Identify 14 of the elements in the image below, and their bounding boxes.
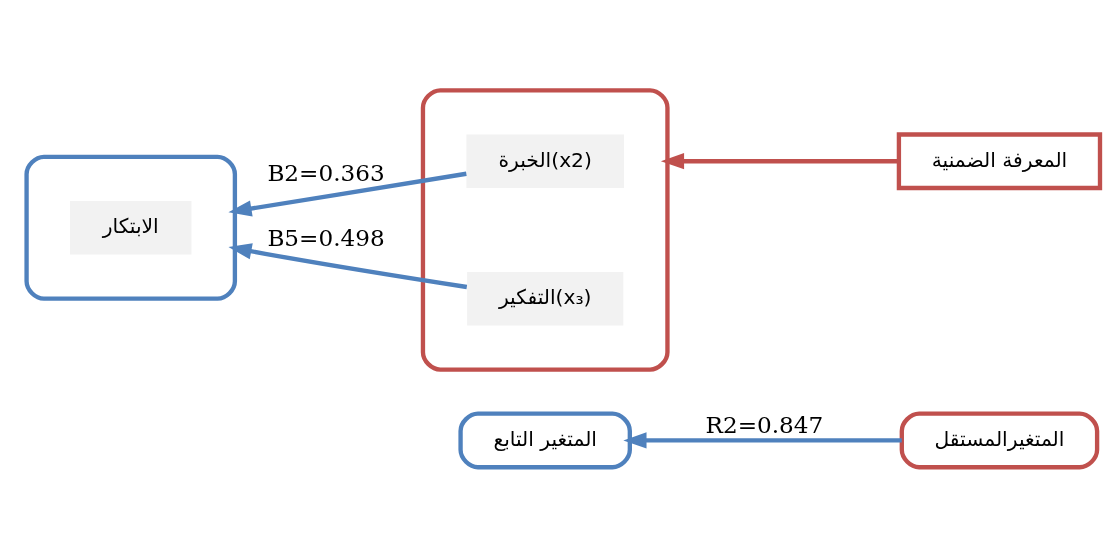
node-box: الخبرة(x2) xyxy=(466,134,625,188)
cluster xyxy=(420,87,670,372)
arrow xyxy=(623,431,902,449)
node-box: المعرفة الضمنية xyxy=(896,131,1103,190)
node-box: المتغير التابع xyxy=(458,411,632,469)
edge-label: R2=0.847 xyxy=(705,411,824,438)
edge-label: B2=0.363 xyxy=(267,159,385,186)
node-box: التفكير(x₃) xyxy=(467,271,624,325)
arrow xyxy=(228,171,467,217)
arrow xyxy=(660,152,899,169)
node-box: المتغيرالمستقل xyxy=(899,411,1100,469)
cluster xyxy=(24,154,238,301)
arrow xyxy=(228,242,468,289)
edge-label: B5=0.498 xyxy=(267,224,385,251)
